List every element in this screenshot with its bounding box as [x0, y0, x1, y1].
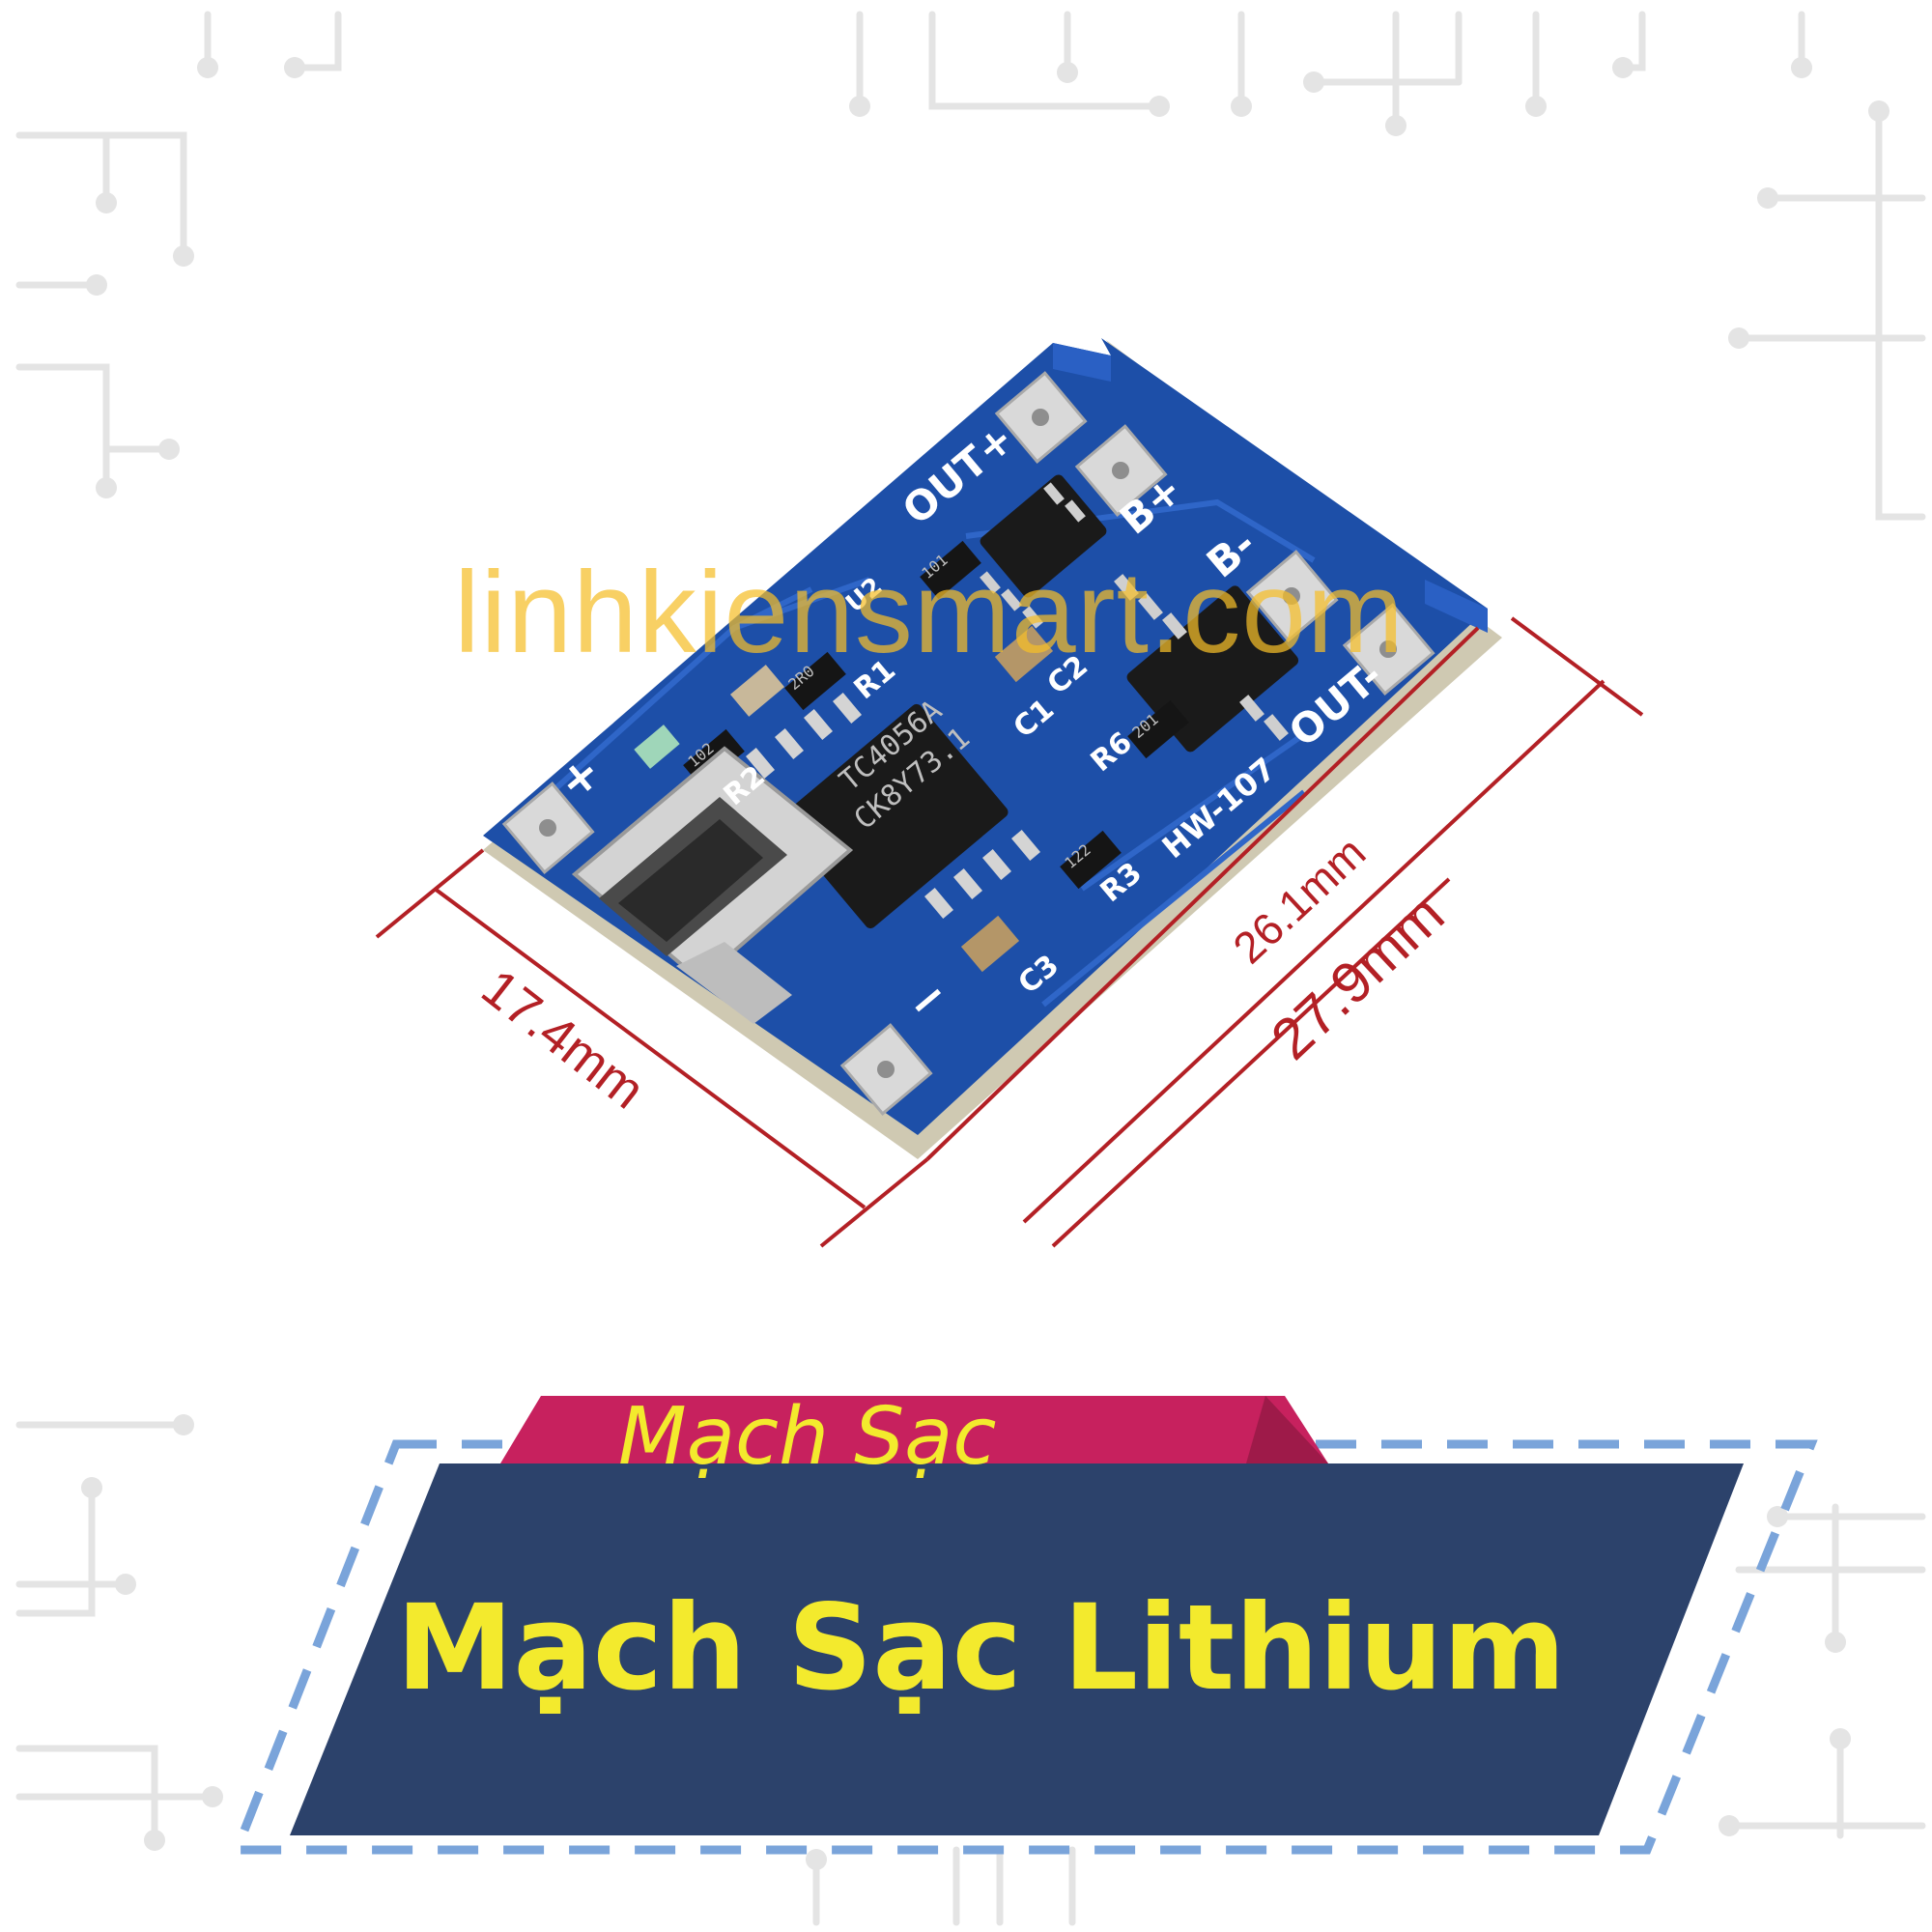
watermark-text: linhkiensmart.com — [454, 548, 1405, 677]
subtitle-ribbon — [483, 1396, 1328, 1492]
micro-usb-port-icon — [571, 746, 854, 1024]
title-panel — [290, 1463, 1744, 1835]
dimension-lines — [375, 616, 1644, 1248]
smd-resistors: 101 2R0 102 122 201 — [683, 540, 1189, 890]
banner-subtitle: Mạch Sạc — [618, 1391, 997, 1483]
smd-capacitors — [729, 625, 1054, 973]
banner-title: Mạch Sạc Lithium — [396, 1579, 1566, 1717]
status-led — [634, 724, 680, 769]
protection-ic — [980, 474, 1107, 629]
dashed-frame — [230, 1439, 1818, 1855]
